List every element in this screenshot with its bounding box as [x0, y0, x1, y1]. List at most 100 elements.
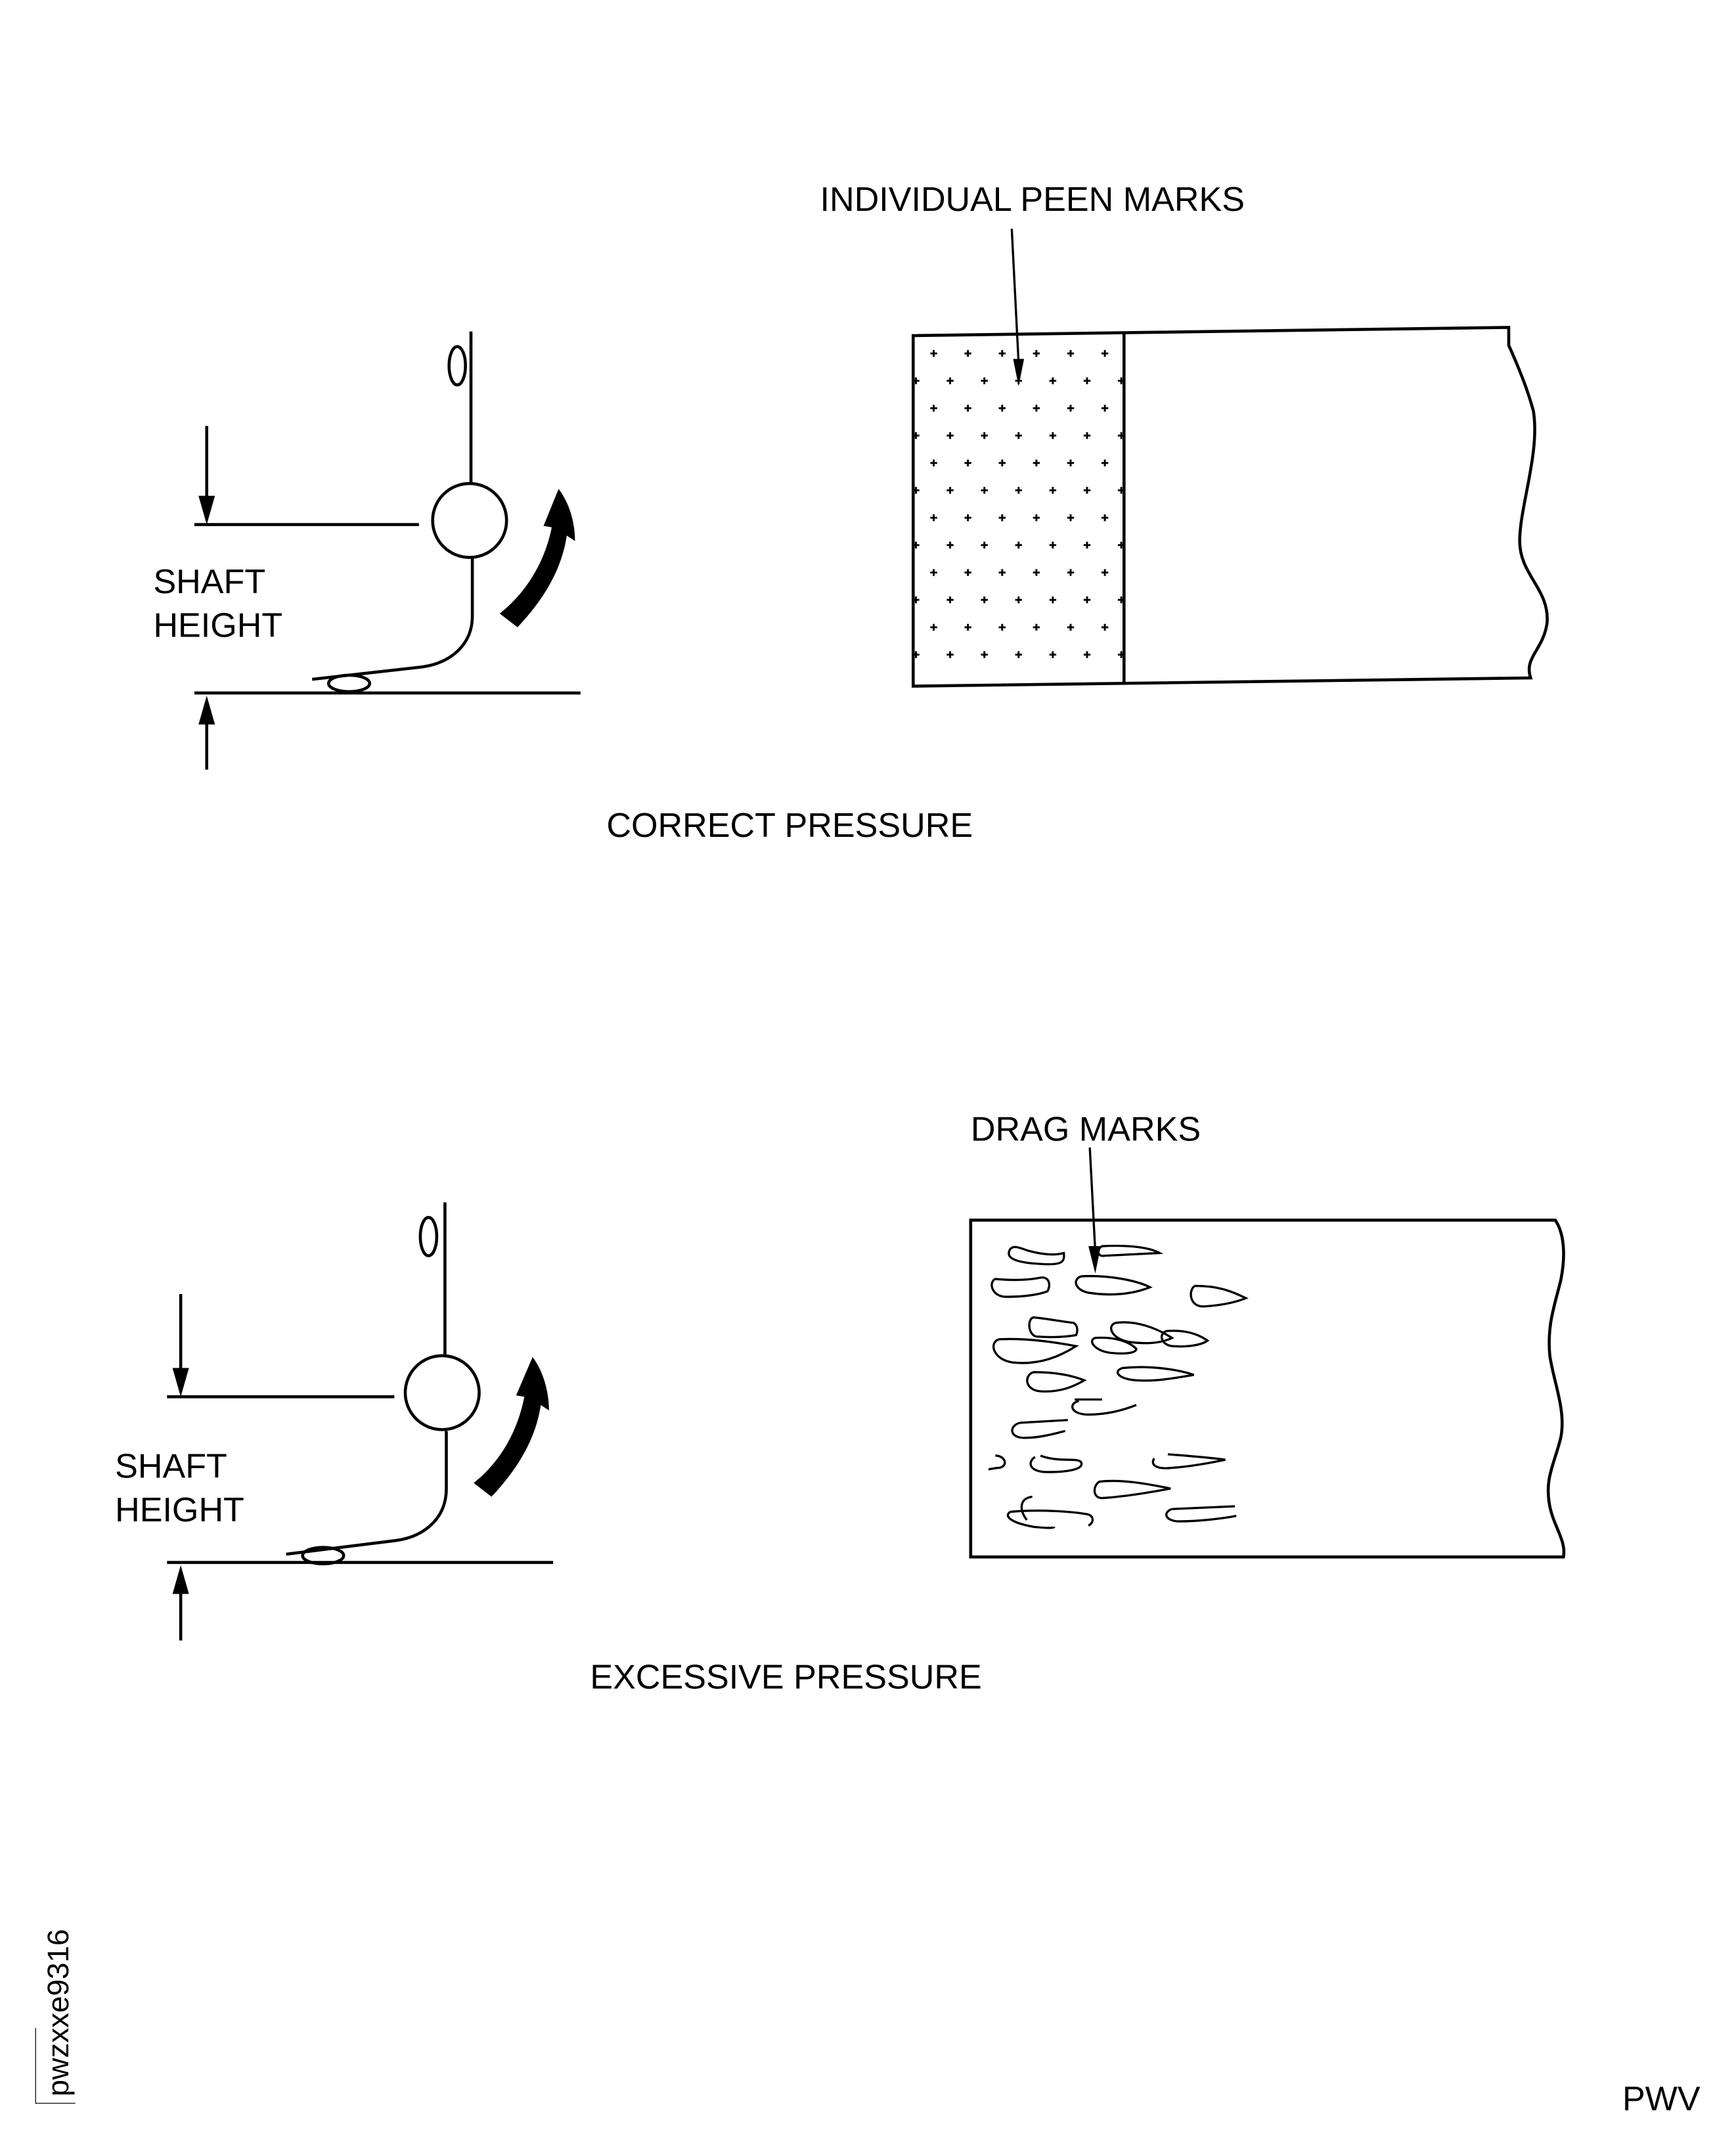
- drag-marks-callout: DRAG MARKS: [971, 1111, 1201, 1149]
- drag-mark: [1097, 1244, 1164, 1257]
- peen-mark: [1083, 651, 1091, 658]
- peen-mark: [964, 459, 971, 466]
- peen-mark: [998, 349, 1006, 357]
- drag-mark: [1093, 1479, 1171, 1500]
- peen-mark: [1049, 487, 1057, 494]
- peen-mark: [1101, 623, 1109, 631]
- tool-eyelet: [447, 345, 467, 387]
- drag-mark: [1010, 1510, 1094, 1527]
- peen-mark: [946, 377, 954, 384]
- peen-mark: [1101, 349, 1109, 357]
- peen-mark: [1033, 569, 1040, 576]
- dragged-part: [969, 1147, 1566, 1559]
- drag-mark: [1011, 1422, 1066, 1439]
- up-arrow-head-icon: [198, 696, 215, 725]
- drag-mark: [1165, 1508, 1237, 1523]
- corner-code-label: PWV: [1622, 2080, 1701, 2118]
- peen-mark: [930, 349, 937, 357]
- peen-mark: [1033, 459, 1040, 466]
- drag-mark: [990, 1276, 1050, 1298]
- down-arrow-head-icon: [172, 1368, 189, 1397]
- peen-mark: [912, 541, 920, 549]
- peen-mark: [1117, 377, 1125, 384]
- excessive-pressure-panel: SHAFT HEIGHT: [115, 1111, 1566, 1696]
- drag-mark: [988, 1454, 1006, 1471]
- drag-mark: [1019, 1419, 1068, 1424]
- figure-id-block: pwzxxe9316: [35, 1929, 76, 2104]
- drag-mark: [1028, 1316, 1079, 1339]
- shaft-height-label-line1: SHAFT: [153, 563, 265, 601]
- peen-mark: [1067, 569, 1075, 576]
- peen-mark: [946, 487, 954, 494]
- flapper-tool-diagram-excessive: [167, 1202, 554, 1641]
- peen-mark: [964, 405, 971, 412]
- drag-marks-leader-line: [1088, 1147, 1097, 1252]
- peen-mark: [946, 541, 954, 549]
- excessive-pressure-caption: EXCESSIVE PRESSURE: [590, 1658, 981, 1696]
- peen-mark: [1049, 596, 1057, 604]
- peen-mark: [981, 432, 988, 439]
- peen-mark: [1101, 569, 1109, 576]
- peen-mark: [930, 405, 937, 412]
- peen-mark: [1033, 405, 1040, 412]
- drag-mark: [1110, 1321, 1174, 1345]
- peen-mark: [1049, 377, 1057, 384]
- peen-mark: [946, 432, 954, 439]
- peen-mark: [1117, 541, 1125, 549]
- peen-mark: [1033, 623, 1040, 631]
- peen-mark: [912, 651, 920, 658]
- peen-mark: [1033, 349, 1040, 357]
- peen-mark: [1117, 596, 1125, 604]
- drag-mark: [1172, 1505, 1235, 1510]
- peen-mark: [1015, 432, 1022, 439]
- peen-mark: [1067, 623, 1075, 631]
- peen-mark: [981, 487, 988, 494]
- peen-mark: [981, 377, 988, 384]
- peen-mark: [1117, 651, 1125, 658]
- drag-mark: [1006, 1510, 1056, 1529]
- drag-mark: [1117, 1366, 1195, 1382]
- peen-mark: [930, 514, 937, 522]
- peen-mark: [964, 514, 971, 522]
- peen-mark: [1015, 651, 1022, 658]
- drag-mark: [1075, 1274, 1153, 1296]
- shot-pellet: [301, 1546, 345, 1565]
- peen-mark: [1049, 651, 1057, 658]
- drag-mark: [1029, 1454, 1083, 1473]
- peen-mark: [1015, 541, 1022, 549]
- peen-mark: [1067, 459, 1075, 466]
- peen-mark: [1101, 459, 1109, 466]
- peen-mark: [998, 514, 1006, 522]
- flapper-tool-diagram: [194, 331, 581, 770]
- peen-mark: [912, 432, 920, 439]
- shaft-height-label-line2: HEIGHT: [153, 606, 282, 644]
- peen-mark: [912, 487, 920, 494]
- peen-mark: [1083, 596, 1091, 604]
- peen-mark: [1101, 514, 1109, 522]
- peen-mark: [1049, 432, 1057, 439]
- peen-mark: [912, 377, 920, 384]
- leader-arrow-head-icon: [1013, 359, 1025, 387]
- down-arrow-head-icon: [198, 495, 215, 525]
- peen-mark: [1015, 487, 1022, 494]
- drag-mark: [992, 1337, 1079, 1364]
- peen-marks-callout: INDIVIDUAL PEEN MARKS: [820, 181, 1245, 219]
- drag-mark: [1151, 1453, 1226, 1469]
- peened-part: [911, 229, 1549, 688]
- drag-mark: [1090, 1336, 1138, 1355]
- peen-mark: [946, 596, 954, 604]
- peen-mark: [964, 569, 971, 576]
- figure-id-label: pwzxxe9316: [41, 1929, 75, 2097]
- peen-mark: [1101, 405, 1109, 412]
- peen-mark: [930, 569, 937, 576]
- drag-mark-pattern: [988, 1244, 1249, 1529]
- peen-mark: [930, 459, 937, 466]
- shaft-height-label-line2: HEIGHT: [115, 1491, 244, 1529]
- correct-pressure-caption: CORRECT PRESSURE: [606, 807, 973, 845]
- leader-arrow-head-icon: [1088, 1246, 1101, 1274]
- drag-mark: [1190, 1284, 1249, 1308]
- drag-mark: [1160, 1330, 1210, 1348]
- flap-strip: [286, 1431, 448, 1556]
- shaft-circle: [431, 482, 508, 559]
- tool-eyelet: [418, 1215, 439, 1257]
